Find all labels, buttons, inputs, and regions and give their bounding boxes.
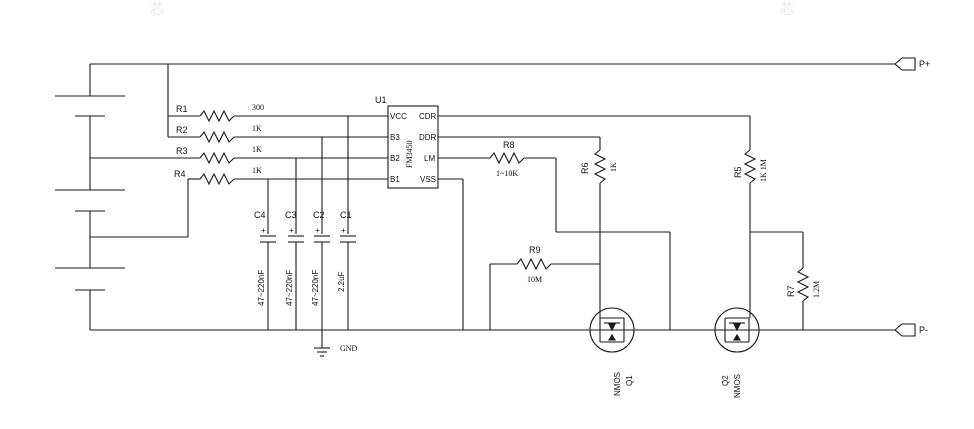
ic-part: FM3450 — [405, 140, 414, 168]
ic-pin-vcc: VCC — [390, 112, 407, 121]
r3-value: 1K — [252, 145, 262, 154]
svg-text:+: + — [315, 226, 320, 235]
battery-stack — [55, 64, 125, 330]
transistor-q2: Q2 NMOS — [714, 307, 760, 398]
svg-text:+: + — [289, 226, 294, 235]
svg-text:+: + — [341, 226, 346, 235]
capacitor-c2: + C2 47~220nF — [311, 137, 330, 348]
c4-value: 47~220nF — [257, 270, 266, 306]
ic-pin-b3: B3 — [390, 133, 400, 142]
r7-ref: R7 — [786, 285, 796, 297]
transistor-q1: NMOS Q1 — [589, 307, 635, 396]
q2-type: NMOS — [733, 374, 742, 398]
r3-ref: R3 — [176, 146, 188, 156]
r4-value: 1K — [252, 166, 262, 175]
port-negative-label: P- — [919, 325, 928, 335]
q2-ref: Q2 — [721, 375, 730, 386]
c2-value: 47~220nF — [311, 270, 320, 306]
c1-value: 2.2uF — [337, 271, 346, 292]
c3-value: 47~220nF — [285, 270, 294, 306]
ground-symbol: GND — [314, 344, 358, 357]
r7-value: 1.2M — [812, 281, 821, 298]
ic-pin-cdr: CDR — [419, 112, 437, 121]
r4-ref: R4 — [174, 169, 186, 179]
r2-ref: R2 — [176, 125, 188, 135]
capacitor-c3: + C3 47~220nF — [285, 158, 304, 330]
ic-u1: U1 FM3450 VCC B3 B2 B1 CDR DDR LM VSS — [375, 95, 439, 189]
port-positive: P+ — [894, 57, 930, 71]
r5-ref: R5 — [733, 166, 743, 178]
q1-ref: Q1 — [625, 375, 634, 386]
watermark-left: 芯 — [150, 2, 164, 18]
port-positive-label: P+ — [919, 59, 930, 69]
ic-pin-b1: B1 — [390, 175, 400, 184]
q1-type: NMOS — [613, 372, 622, 396]
svg-text:+: + — [261, 226, 266, 235]
ic-ref: U1 — [375, 95, 387, 105]
capacitor-c4: + C4 47~220nF — [254, 179, 276, 330]
port-negative: P- — [894, 323, 928, 337]
r6-value: 1K — [609, 162, 618, 172]
c1-ref: C1 — [340, 210, 352, 220]
watermark-right: 芯 — [780, 2, 794, 18]
resistor-r7: R7 1.2M — [786, 267, 821, 302]
c3-ref: C3 — [285, 210, 297, 220]
resistor-r5: R5 1K 1M — [733, 149, 768, 184]
c4-ref: C4 — [254, 210, 266, 220]
r8-value: 1~10K — [496, 169, 518, 178]
r9-ref: R9 — [529, 245, 541, 255]
r6-ref: R6 — [580, 162, 590, 174]
r8-ref: R8 — [503, 140, 515, 150]
ic-pin-vss: VSS — [420, 175, 436, 184]
c2-ref: C2 — [313, 210, 325, 220]
resistor-r6: R6 1K — [580, 149, 618, 184]
r9-value: 10M — [527, 275, 542, 284]
ic-pin-lm: LM — [424, 154, 435, 163]
r1-value: 300 — [252, 103, 264, 112]
r5-value: 1K 1M — [759, 159, 768, 182]
r1-ref: R1 — [176, 104, 188, 114]
ic-pin-ddr: DDR — [419, 133, 437, 142]
ground-label: GND — [340, 344, 358, 353]
capacitor-c1: + C1 2.2uF — [337, 116, 356, 330]
r2-value: 1K — [252, 124, 262, 133]
ic-pin-b2: B2 — [390, 154, 400, 163]
